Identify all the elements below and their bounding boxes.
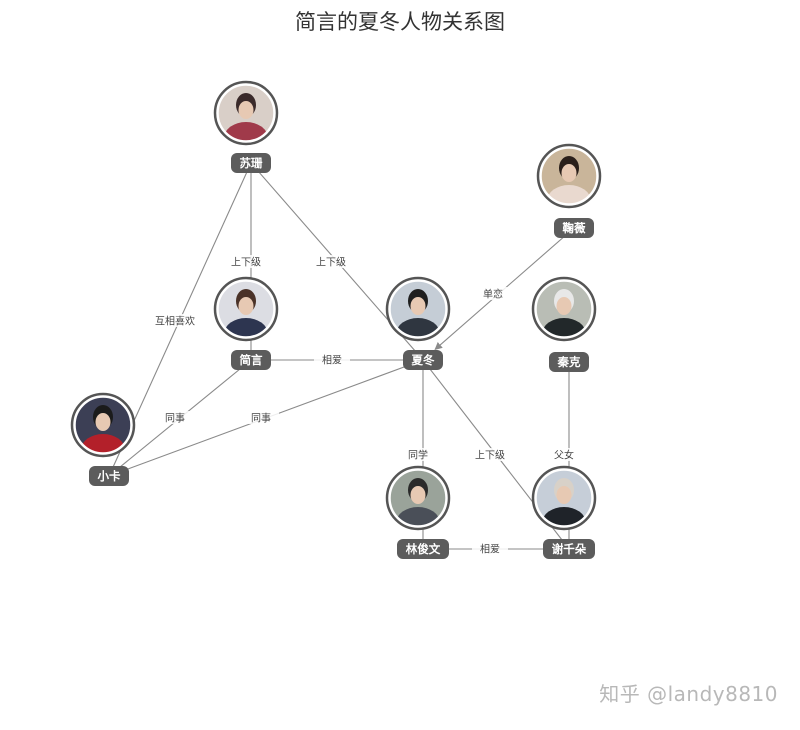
node-name-pill (543, 539, 595, 559)
node-name-pill (89, 466, 129, 486)
node-name-jianYan: 简言 (240, 353, 263, 367)
portrait-photo-icon (218, 281, 274, 337)
edge-label-xiaDong-xieQianDuo: 上下级 (475, 450, 505, 462)
edge-label-bg (472, 448, 508, 461)
edge-label-xiaDong-linJunWen: 同学 (408, 449, 428, 462)
edge-labels-layer: 上下级上下级互相喜欢单恋相爱同事同事同学上下级父女相爱 (155, 255, 582, 556)
node-name-linJunWen: 林俊文 (406, 542, 441, 556)
portrait-photo-icon (536, 470, 592, 526)
watermark: 知乎 @landy8810 (599, 682, 778, 706)
edge-label-bg (157, 411, 193, 424)
edge-label-bg (157, 314, 193, 327)
edge-label-xiaDong-xiaoKa: 同事 (251, 412, 271, 425)
node-name-suShan: 苏珊 (240, 156, 263, 170)
portrait-photo-icon (536, 281, 592, 337)
node-name-juWei: 鞠薇 (563, 221, 586, 235)
portrait-photo-icon (75, 397, 131, 453)
node-name-xiaDong: 夏冬 (412, 353, 435, 367)
node-suShan[interactable]: 苏珊 (213, 80, 279, 173)
node-name-xieQianDuo: 谢千朵 (552, 542, 587, 556)
node-xieQianDuo[interactable]: 谢千朵 (531, 465, 597, 559)
edge-label-linJunWen-xieQianDuo: 相爱 (480, 543, 500, 556)
edge-label-bg (546, 448, 582, 461)
edge-label-qinKe-xieQianDuo: 父女 (554, 449, 574, 462)
node-qinKe[interactable]: 秦克 (531, 276, 597, 372)
diagram-title: 简言的夏冬人物关系图 (295, 10, 505, 34)
portrait-photo-icon (390, 281, 446, 337)
edge-label-bg (475, 287, 511, 300)
edge-label-bg (400, 448, 436, 461)
edge-label-bg (313, 255, 349, 268)
node-name-pill (549, 352, 589, 372)
node-name-pill (397, 539, 449, 559)
edge-label-jianYan-xiaoKa: 同事 (165, 412, 185, 425)
edge-label-bg (314, 353, 350, 366)
edge-label-suShan-xiaDong: 上下级 (316, 257, 346, 269)
edge-label-bg (243, 411, 279, 424)
portrait-photo-icon (390, 470, 446, 526)
edge-label-suShan-jianYan: 上下级 (231, 257, 261, 269)
portrait-photo-icon (218, 85, 274, 141)
portrait-photo-icon (541, 148, 597, 204)
node-name-pill (403, 350, 443, 370)
node-juWei[interactable]: 鞠薇 (536, 143, 602, 238)
node-name-xiaoKa: 小卡 (97, 469, 121, 483)
node-xiaoKa[interactable]: 小卡 (70, 392, 136, 486)
edge-label-bg (472, 542, 508, 555)
node-name-pill (231, 350, 271, 370)
node-name-pill (554, 218, 594, 238)
edge-label-jianYan-xiaDong: 相爱 (322, 354, 342, 367)
node-name-pill (231, 153, 271, 173)
node-xiaDong[interactable]: 夏冬 (385, 276, 451, 370)
node-linJunWen[interactable]: 林俊文 (385, 465, 451, 559)
node-name-qinKe: 秦克 (557, 355, 581, 369)
edge-label-juWei-xiaDong: 单恋 (483, 288, 503, 301)
node-jianYan[interactable]: 简言 (213, 276, 279, 370)
edge-label-suShan-xiaoKa: 互相喜欢 (155, 315, 195, 328)
edge-label-bg (228, 255, 264, 268)
